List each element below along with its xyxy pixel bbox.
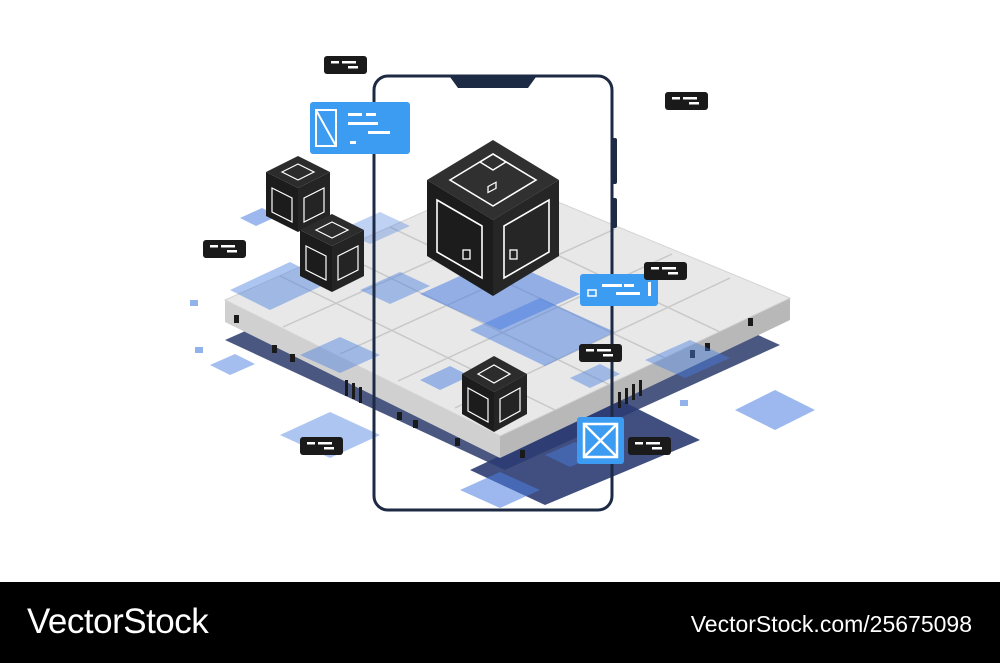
illustration-canvas <box>190 56 815 512</box>
chat-bubble-icon <box>628 437 671 455</box>
close-x-icon <box>577 417 624 464</box>
isometric-illustration <box>190 56 815 512</box>
chat-bubble-icon <box>300 437 343 455</box>
brand-logo-text: VectorStock <box>27 602 209 641</box>
chat-bubble-icon <box>665 92 708 110</box>
id-card-icon <box>310 102 410 154</box>
id-card-icon <box>580 274 658 306</box>
package-cube-icon <box>462 356 527 432</box>
package-cube-icon <box>427 140 559 296</box>
chat-bubble-icon <box>644 262 687 280</box>
package-cube-icon <box>300 214 364 292</box>
image-id-text: VectorStock.com/25675098 <box>690 611 972 637</box>
chat-bubble-icon <box>203 240 246 258</box>
chat-bubble-icon <box>324 56 367 74</box>
watermark-footer: VectorStock VectorStock.com/25675098 <box>0 582 1000 663</box>
package-cube-icon <box>266 156 330 232</box>
chat-bubble-icon <box>579 344 622 362</box>
